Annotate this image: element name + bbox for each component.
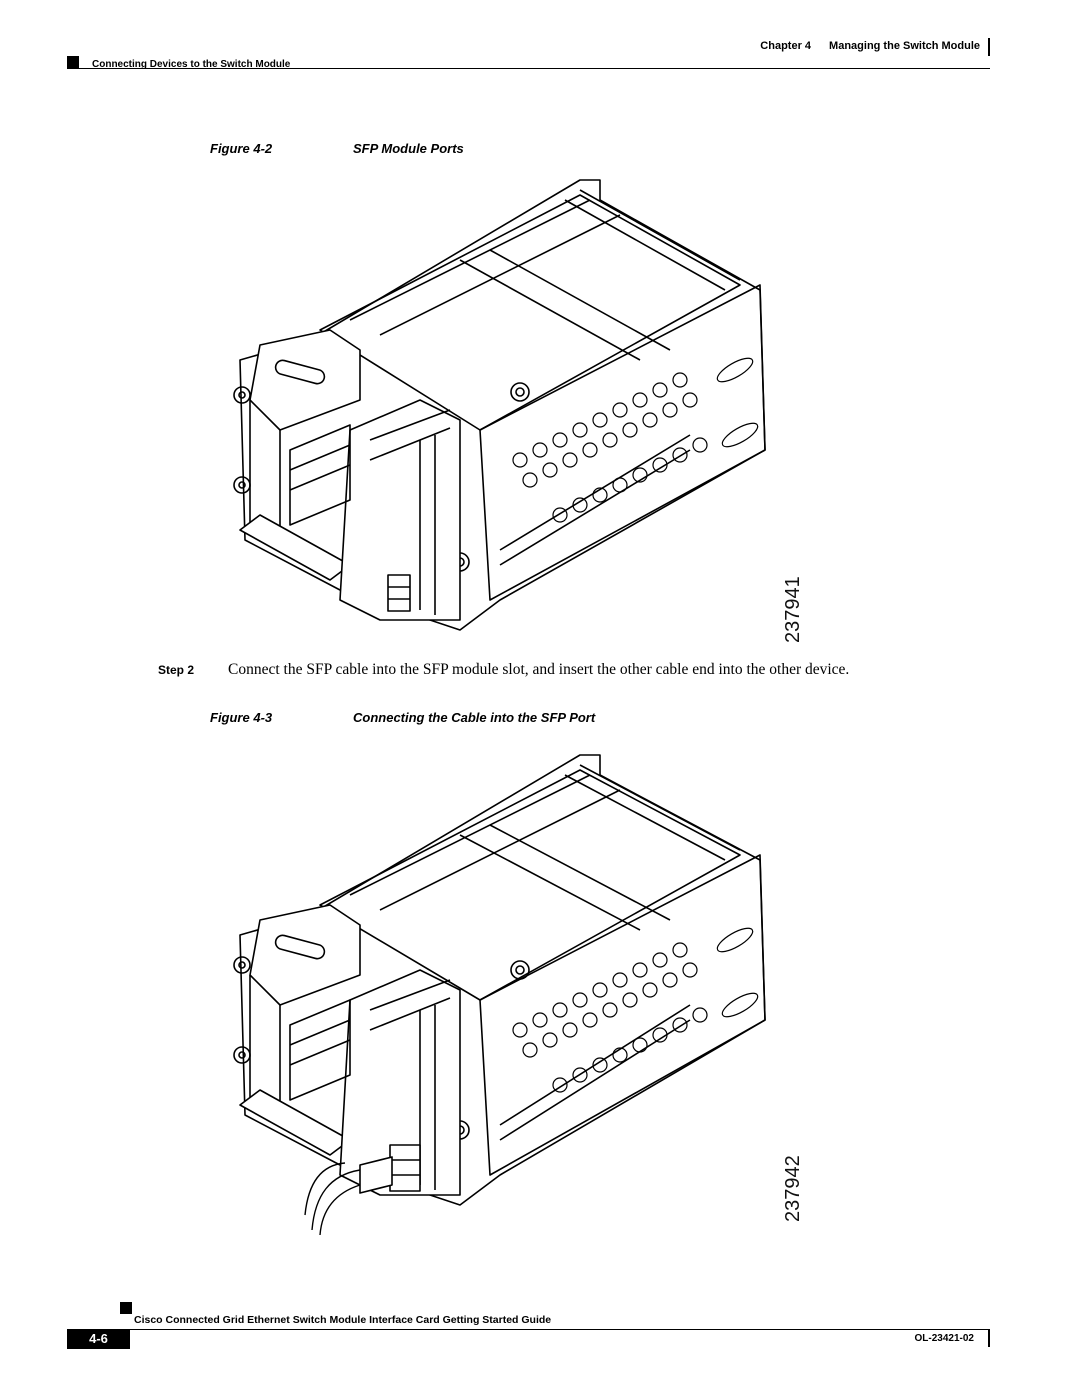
footer-guide-title: Cisco Connected Grid Ethernet Switch Mod… xyxy=(134,1314,552,1326)
connecting-cable-illustration xyxy=(233,754,766,1236)
footer-bar xyxy=(988,1329,990,1347)
figure-3-number: 237942 xyxy=(782,1155,804,1222)
figure-3-label: Figure 4-3 xyxy=(210,710,273,725)
header-bar xyxy=(988,38,990,56)
header-square-marker xyxy=(67,56,79,68)
footer-rule xyxy=(67,1329,990,1330)
step-2: Step 2 Connect the SFP cable into the SFP… xyxy=(158,661,849,679)
chapter-title: Managing the Switch Module xyxy=(829,40,980,52)
doc-number: OL-23421-02 xyxy=(914,1333,974,1344)
page-number: 4-6 xyxy=(67,1329,130,1349)
step-text: Connect the SFP cable into the SFP modul… xyxy=(228,661,850,678)
figure-2-caption: Figure 4-2 SFP Module Ports xyxy=(210,141,464,156)
footer-square-marker xyxy=(120,1302,132,1314)
figure-3-title: Connecting the Cable into the SFP Port xyxy=(353,710,596,725)
step-label: Step 2 xyxy=(158,663,195,677)
running-header-chapter: Chapter 4 Managing the Switch Module xyxy=(600,40,980,52)
figure-2-title: SFP Module Ports xyxy=(353,141,464,156)
header-rule xyxy=(67,68,990,69)
chapter-label: Chapter 4 xyxy=(760,40,812,52)
figure-3-caption: Figure 4-3 Connecting the Cable into the … xyxy=(210,710,595,725)
running-header-section: Connecting Devices to the Switch Module xyxy=(92,59,291,70)
figure-2-number: 237941 xyxy=(782,576,804,643)
sfp-module-ports-illustration xyxy=(233,179,766,631)
figure-2-label: Figure 4-2 xyxy=(210,141,273,156)
